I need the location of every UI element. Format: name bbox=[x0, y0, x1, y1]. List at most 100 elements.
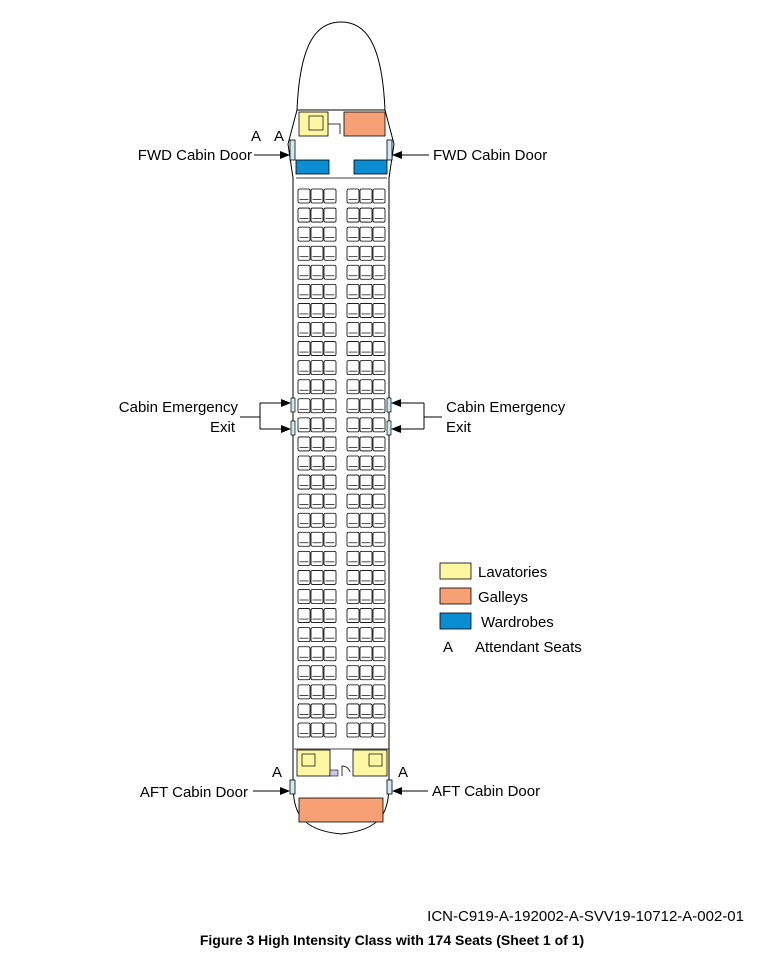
seat-cushion bbox=[297, 665, 311, 681]
seat-cushion bbox=[346, 226, 360, 242]
seat bbox=[323, 398, 337, 414]
fwd-lavatory-fixture bbox=[308, 115, 324, 131]
seat-cushion bbox=[359, 646, 373, 662]
seat bbox=[323, 589, 337, 604]
seat-cushion bbox=[323, 665, 337, 681]
seat bbox=[359, 512, 373, 528]
seat-cushion bbox=[359, 703, 373, 719]
seat-cushion bbox=[359, 341, 373, 356]
seat bbox=[372, 646, 386, 662]
seat bbox=[297, 589, 311, 604]
seat-cushion bbox=[359, 207, 373, 223]
seat bbox=[346, 684, 360, 700]
seat bbox=[310, 703, 324, 719]
seat bbox=[359, 226, 373, 242]
seat bbox=[297, 226, 311, 242]
seat-cushion bbox=[346, 512, 360, 528]
seat-cushion bbox=[310, 283, 324, 299]
seat bbox=[359, 303, 373, 318]
seat-cushion bbox=[372, 493, 386, 509]
seat bbox=[310, 512, 324, 528]
fwd-door-label-right: FWD Cabin Door bbox=[433, 147, 547, 164]
seat-cushion bbox=[359, 474, 373, 490]
seat bbox=[310, 264, 324, 280]
aft-door-right bbox=[386, 779, 393, 795]
seat bbox=[323, 722, 337, 738]
seat-cushion bbox=[372, 531, 386, 547]
seat-cushion bbox=[323, 608, 337, 623]
emergency-label-left-line2: Exit bbox=[210, 419, 236, 436]
seat bbox=[359, 283, 373, 299]
seat-cushion bbox=[297, 322, 311, 337]
seat-cushion bbox=[372, 550, 386, 566]
seat bbox=[372, 341, 386, 356]
seat-cushion bbox=[297, 379, 311, 395]
seat-cushion bbox=[297, 188, 311, 204]
seat-cushion bbox=[323, 455, 337, 471]
seat bbox=[359, 684, 373, 700]
seat bbox=[372, 417, 386, 433]
seat-cushion bbox=[310, 722, 324, 738]
seat-cushion bbox=[359, 303, 373, 318]
seat bbox=[310, 188, 324, 204]
seat bbox=[310, 303, 324, 318]
legend-label-attendant-seats: Attendant Seats bbox=[475, 639, 582, 656]
seat-cushion bbox=[372, 570, 386, 585]
seat bbox=[372, 264, 386, 280]
seat-cushion bbox=[297, 646, 311, 662]
seat bbox=[372, 512, 386, 528]
seat-cushion bbox=[372, 207, 386, 223]
seat bbox=[359, 379, 373, 395]
seat-cushion bbox=[310, 493, 324, 509]
seat bbox=[372, 398, 386, 414]
seat-cushion bbox=[297, 493, 311, 509]
seat bbox=[310, 322, 324, 337]
seat bbox=[310, 207, 324, 223]
seat-cushion bbox=[323, 360, 337, 376]
seat bbox=[359, 531, 373, 547]
seat-cushion bbox=[372, 322, 386, 337]
seat bbox=[310, 436, 324, 452]
seat-cushion bbox=[323, 570, 337, 585]
seat bbox=[346, 398, 360, 414]
seat-cushion bbox=[297, 226, 311, 242]
seat-cushion bbox=[297, 245, 311, 261]
seat-cushion bbox=[372, 703, 386, 719]
seat bbox=[310, 455, 324, 471]
seat bbox=[310, 570, 324, 585]
seat bbox=[297, 322, 311, 337]
seat-cushion bbox=[359, 379, 373, 395]
seat-cushion bbox=[310, 570, 324, 585]
seat-cushion bbox=[346, 398, 360, 414]
seat bbox=[346, 512, 360, 528]
seat-cushion bbox=[359, 531, 373, 547]
seat-cushion bbox=[310, 417, 324, 433]
seat-cushion bbox=[323, 398, 337, 414]
seat bbox=[297, 570, 311, 585]
seat bbox=[372, 226, 386, 242]
seat bbox=[346, 665, 360, 681]
seat bbox=[372, 436, 386, 452]
emergency-label-left-line1: Cabin Emergency bbox=[119, 399, 239, 416]
seat bbox=[372, 207, 386, 223]
seat bbox=[310, 665, 324, 681]
seat bbox=[359, 207, 373, 223]
seat-cushion bbox=[310, 531, 324, 547]
seat bbox=[323, 264, 337, 280]
seat bbox=[359, 264, 373, 280]
fuselage-nose bbox=[296, 21, 386, 111]
seat bbox=[372, 550, 386, 566]
seat-cushion bbox=[346, 493, 360, 509]
seat-cushion bbox=[346, 550, 360, 566]
seat-cushion bbox=[310, 360, 324, 376]
seat-cushion bbox=[346, 703, 360, 719]
seat bbox=[372, 531, 386, 547]
seat-cushion bbox=[359, 493, 373, 509]
aft-door-label-right: AFT Cabin Door bbox=[432, 783, 540, 800]
seat bbox=[372, 379, 386, 395]
seat bbox=[323, 665, 337, 681]
seat bbox=[323, 436, 337, 452]
seat bbox=[323, 531, 337, 547]
legend-attendant-symbol: A bbox=[443, 639, 453, 656]
seat bbox=[359, 436, 373, 452]
